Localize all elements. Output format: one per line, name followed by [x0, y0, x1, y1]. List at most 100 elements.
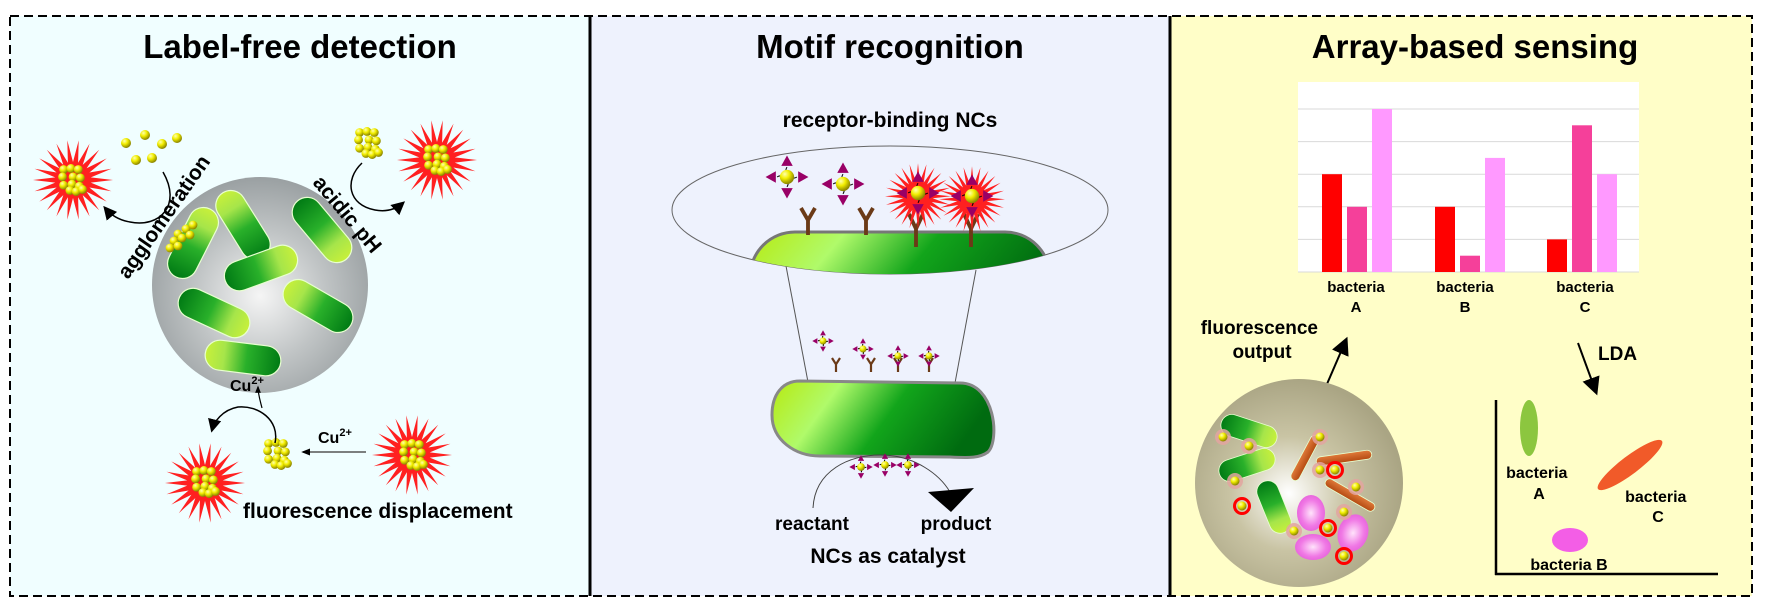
label-lda-bacteria-c: bacteria C — [1625, 489, 1691, 526]
nanocluster-on-rod — [165, 220, 198, 253]
label-cu-ion-top: Cu2+ — [230, 375, 264, 395]
ligand-icon — [904, 471, 912, 477]
gold-core-icon — [779, 169, 795, 185]
bar-a-1 — [1322, 174, 1342, 272]
dispersed-nanoclusters — [121, 130, 182, 165]
bacterium-large — [770, 379, 996, 459]
lda-plot: bacteria A bacteria B bacteria C — [1494, 400, 1718, 576]
coccus-bacterium-icon — [1337, 514, 1369, 552]
gold-atom-icon — [208, 475, 218, 485]
gold-core-icon — [904, 461, 912, 469]
label-lda: LDA — [1598, 344, 1637, 365]
ligand-icon — [887, 353, 893, 359]
gold-atom-icon — [438, 145, 448, 154]
agglomeration-arrow — [103, 171, 171, 224]
gold-atom-icon — [355, 143, 365, 153]
gold-atom-icon — [273, 446, 283, 456]
ligand-nanocluster-icon — [852, 338, 874, 360]
ligand-nanocluster-icon — [821, 162, 865, 206]
gold-atom-icon — [271, 438, 281, 447]
bar-c-3 — [1597, 174, 1617, 272]
gold-atom-icon — [424, 160, 434, 170]
gold-atom-icon — [188, 220, 198, 230]
gold-atom-icon — [1339, 507, 1349, 517]
gold-core-icon — [835, 176, 851, 192]
lda-cluster-bacteria-a — [1520, 400, 1538, 456]
ligand-nanocluster-icon — [765, 155, 809, 199]
gold-atom-icon — [369, 128, 379, 137]
catalyst-ncs — [849, 453, 920, 479]
gold-core-icon — [859, 345, 867, 353]
label-lda-bacteria-a: bacteria A — [1506, 465, 1572, 503]
receptor-icon — [866, 357, 876, 372]
gold-atom-icon — [440, 153, 450, 163]
ligand-icon — [821, 178, 832, 190]
ligand-icon — [934, 353, 940, 359]
rod-bacteria — [166, 189, 354, 377]
cu-release-arrow — [208, 406, 277, 444]
ligand-icon — [950, 190, 961, 202]
ligand-icon — [903, 353, 909, 359]
gold-atom-icon — [185, 230, 195, 240]
gold-atom-icon — [443, 165, 452, 174]
gold-atom-icon — [147, 153, 157, 163]
gold-atom-icon — [59, 165, 69, 174]
gold-atom-icon — [73, 165, 83, 174]
gold-atom-icon — [264, 454, 274, 464]
fluorescent-nanoclusters — [33, 120, 477, 523]
gold-atom-icon — [400, 440, 410, 449]
ligand-icon — [896, 461, 902, 469]
nanocluster-icon — [58, 164, 87, 196]
gold-atom-icon — [157, 139, 167, 149]
gold-core-icon — [925, 352, 933, 360]
bar-c-1 — [1547, 239, 1567, 272]
ligand-icon — [926, 361, 932, 367]
ligand-icon — [857, 455, 865, 461]
gold-atom-icon — [192, 482, 202, 492]
gold-atom-icon — [355, 128, 365, 137]
gold-atom-icon — [1289, 526, 1299, 536]
gold-core-icon — [819, 337, 827, 345]
gold-atom-icon — [192, 467, 202, 476]
receptor-icon — [799, 207, 817, 235]
cone-line-right — [954, 269, 977, 384]
ligand-icon — [860, 338, 866, 344]
cu-to-sphere-arrow — [255, 385, 263, 409]
gold-atom-icon — [78, 185, 87, 194]
ligand-icon — [912, 171, 924, 182]
coccus-bacterium-icon — [1297, 495, 1325, 531]
gold-atom-icon — [364, 135, 374, 145]
gold-atom-icon — [414, 440, 424, 449]
gold-atom-icon — [172, 133, 182, 143]
ligand-icon — [837, 162, 849, 173]
lda-cluster-bacteria-c — [1597, 439, 1663, 491]
gold-atom-icon — [362, 127, 372, 136]
gold-core-icon — [964, 188, 980, 204]
panel-motif-recognition: Motif recognition receptor-binding NCs r… — [671, 28, 1109, 568]
gold-atom-icon — [191, 474, 200, 484]
gold-core-icon — [894, 352, 902, 360]
label-fluorescence-output: fluorescence output — [1201, 318, 1324, 363]
label-ncs-as-catalyst: NCs as catalyst — [810, 545, 965, 568]
panel-title-array-sensing: Array-based sensing — [1312, 28, 1638, 65]
gold-atom-icon — [1218, 432, 1228, 442]
ligand-icon — [873, 461, 879, 469]
label-lda-bacteria-b: bacteria B — [1530, 557, 1607, 574]
gold-atom-icon — [371, 136, 381, 146]
bar-a-3 — [1372, 109, 1392, 272]
bar-b-1 — [1435, 206, 1455, 272]
gold-atom-icon — [59, 180, 69, 190]
ligand-icon — [849, 463, 855, 471]
lda-arrow — [1577, 342, 1600, 396]
label-product: product — [921, 514, 992, 535]
acidic-ph-arrow — [350, 162, 406, 216]
gold-atom-icon — [1323, 523, 1333, 533]
ligand-icon — [820, 330, 826, 336]
ligand-nanocluster-icon — [873, 453, 897, 477]
label-cu-ion-arrow: Cu2+ — [318, 427, 352, 447]
gold-core-icon — [910, 185, 926, 201]
ligand-icon — [896, 187, 907, 199]
gold-core-icon — [881, 461, 889, 469]
